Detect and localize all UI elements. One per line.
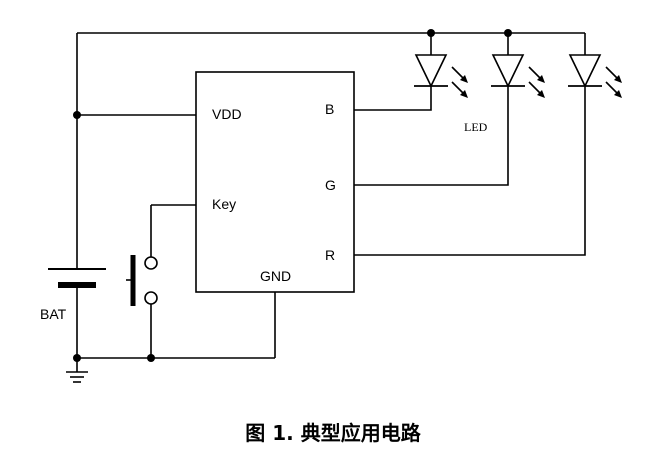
battery-symbol (48, 232, 106, 358)
pin-label-b: B (325, 101, 334, 117)
pin-label-vdd: VDD (212, 106, 242, 122)
g-output-wire (354, 86, 509, 186)
pin-label-key: Key (212, 196, 236, 212)
led-1-symbol (414, 29, 468, 98)
vdd-junction (73, 111, 81, 119)
pin-label-r: R (325, 247, 335, 263)
led-2-symbol (491, 29, 545, 98)
r-output-wire (354, 86, 586, 256)
b-output-wire (354, 86, 432, 111)
led-3-symbol (568, 33, 622, 98)
figure-caption: 图 1. 典型应用电路 (245, 421, 421, 445)
led-label: LED (464, 120, 488, 134)
ground-symbol (66, 358, 88, 383)
battery-label: BAT (40, 306, 67, 322)
pin-label-gnd: GND (260, 268, 291, 284)
push-button-switch (126, 204, 196, 358)
pin-label-g: G (325, 177, 336, 193)
